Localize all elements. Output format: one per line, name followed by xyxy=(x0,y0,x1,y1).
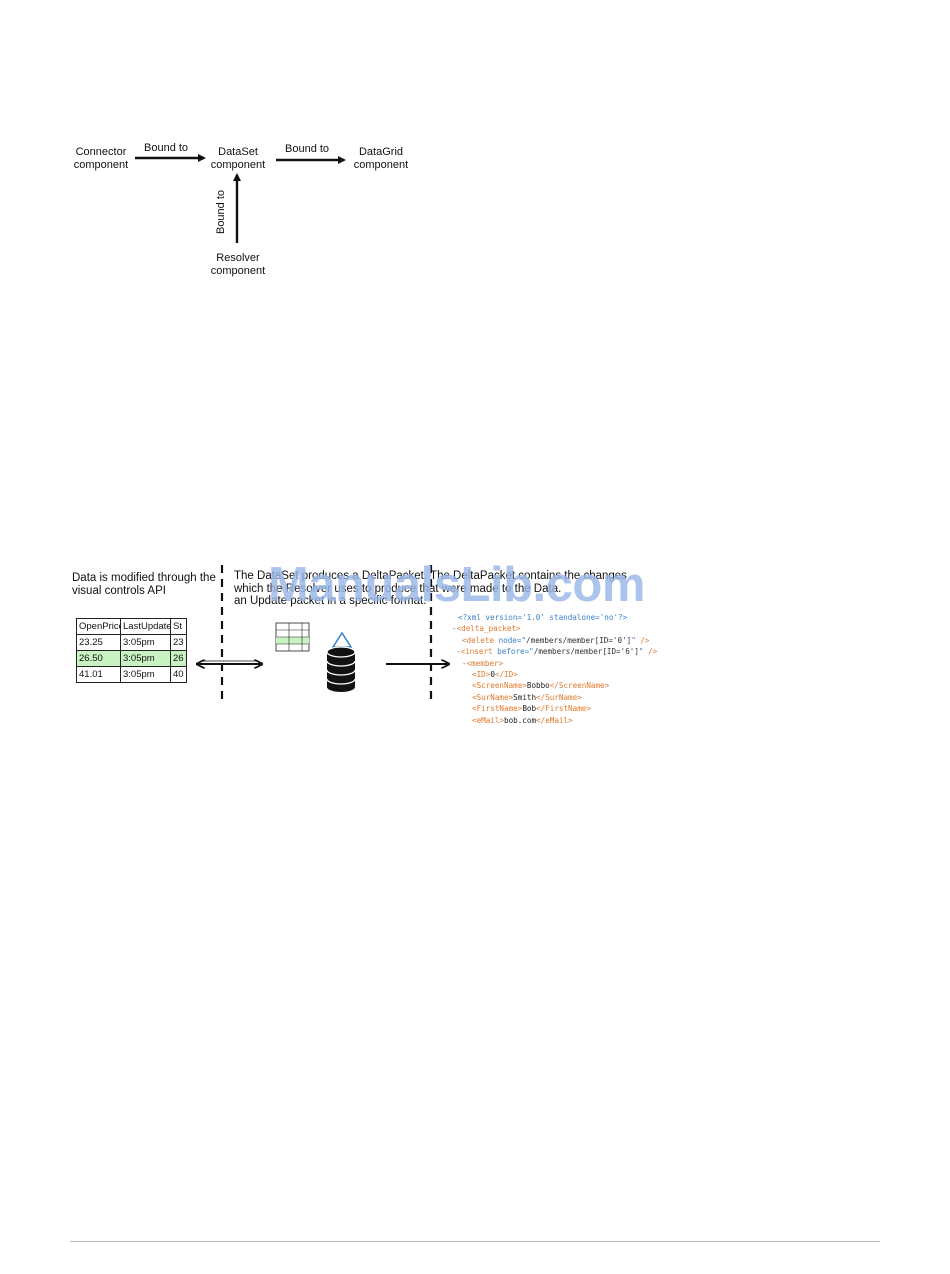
xml-tag: ID xyxy=(476,670,486,680)
xml-text: Bob xyxy=(522,704,537,714)
table-cell: 26 xyxy=(170,650,187,667)
xml-tag: SurName xyxy=(476,692,509,702)
xml-text: bob.com xyxy=(504,715,537,725)
xml-tag: delete xyxy=(466,635,495,645)
xml-line: -<insert before="/members/member[ID='6']… xyxy=(456,647,658,657)
xml-line: <delete node="/members/member[ID='0']" /… xyxy=(462,635,650,645)
xml-tag: ID xyxy=(504,670,514,680)
xml-line: <ScreenName>Bobbo</ScreenName> xyxy=(472,681,610,691)
left-caption: Data is modified through the visual cont… xyxy=(72,572,216,597)
xml-tag: FirstName xyxy=(476,704,518,714)
xml-text: Smith xyxy=(513,692,537,702)
xml-value: /members/member[ID='0'] xyxy=(526,635,632,645)
connector-component-label: Connector component xyxy=(73,146,129,171)
binding-arrows xyxy=(135,154,346,243)
xml-line: <SurName>Smith</SurName> xyxy=(472,692,582,702)
edge-label-resolver-dataset: Bound to xyxy=(215,189,227,235)
delta-triangle-icon xyxy=(331,631,353,648)
edge-label-connector-dataset: Bound to xyxy=(144,142,189,154)
data-grid-table: OpenPrice LastUpdate St 23.25 3:05pm 23 … xyxy=(76,618,187,683)
xml-line: <eMail>bob.com</eMail> xyxy=(472,715,573,725)
xml-tag: FirstName xyxy=(545,704,587,714)
xml-tag: SurName xyxy=(545,692,578,702)
xml-line: -<delta_packet> xyxy=(452,624,521,634)
watermark: ManualsLib.com xyxy=(268,558,645,612)
xml-line: <?xml version='1.0' standalone='no'?> xyxy=(452,612,657,623)
table-cell: 40 xyxy=(170,666,187,683)
table-row: 41.01 3:05pm 40 xyxy=(76,666,187,683)
xml-value: /members/member[ID='6'] xyxy=(533,647,639,657)
xml-line: -<member> xyxy=(462,658,504,668)
datagrid-component-label: DataGrid component xyxy=(353,146,409,171)
xml-attr: node xyxy=(498,635,517,645)
xml-tag: eMail xyxy=(545,715,569,725)
xml-attr: before xyxy=(497,647,525,657)
database-icon xyxy=(326,646,356,692)
flow-graphics xyxy=(0,565,950,700)
xml-text: Bobbo xyxy=(526,681,550,691)
xml-text: 0 xyxy=(490,670,495,680)
xml-tag: member xyxy=(471,658,499,668)
xml-declaration: <?xml version='1.0' standalone='no'?> xyxy=(458,613,628,622)
xml-delta-packet: <?xml version='1.0' standalone='no'?> -<d… xyxy=(452,612,657,726)
table-cell: 3:05pm xyxy=(120,650,171,667)
xml-tag: ScreenName xyxy=(476,681,523,691)
table-header-row: OpenPrice LastUpdate St xyxy=(76,618,187,635)
mini-grid-icon xyxy=(275,622,310,652)
xml-tag: ScreenName xyxy=(558,681,605,691)
xml-tag: insert xyxy=(465,647,493,657)
xml-line: <FirstName>Bob</FirstName> xyxy=(472,704,591,714)
table-row-highlighted: 26.50 3:05pm 26 xyxy=(76,650,187,667)
table-cell: 26.50 xyxy=(76,650,121,667)
resolver-component-label: Resolver component xyxy=(210,252,266,277)
middle-caption: The DataSet produces a DeltaPacket. The … xyxy=(234,570,627,607)
xml-root-tag: <delta_packet> xyxy=(456,624,521,634)
footer-divider xyxy=(70,1241,880,1242)
xml-tag: eMail xyxy=(476,715,500,725)
edge-label-dataset-datagrid: Bound to xyxy=(285,143,330,155)
xml-line: <ID>0</ID> xyxy=(472,670,518,680)
dataset-component-label: DataSet component xyxy=(210,146,266,171)
